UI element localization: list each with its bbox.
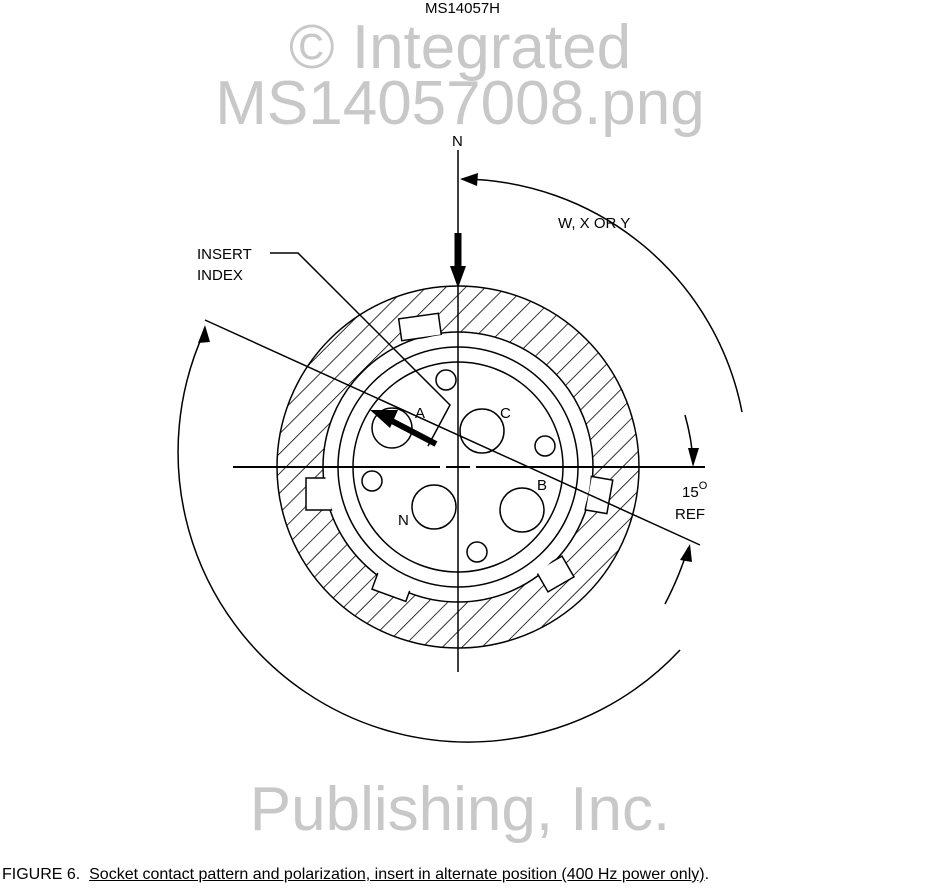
contacts: [361, 369, 556, 563]
small-contact: [466, 541, 488, 563]
arrowheads: [198, 173, 699, 562]
angle-ref-label: REF: [675, 506, 705, 523]
small-contact: [435, 369, 457, 391]
small-contact: [534, 435, 556, 457]
insert-index-label: INSERT: [197, 246, 252, 263]
rotation-label: W, X OR Y: [558, 215, 630, 232]
document-id: MS14057H: [424, 0, 501, 17]
contact-n: [411, 484, 457, 530]
caption-end: .: [704, 866, 710, 883]
north-label: N: [452, 133, 463, 150]
polarization-arrow: [370, 410, 438, 447]
figure-caption: FIGURE 6. Socket contact pattern and pol…: [2, 866, 709, 884]
watermark-line: MS14057008.png: [215, 69, 705, 138]
insert-index-leader: [270, 252, 451, 447]
watermark-line: © Integrated: [289, 13, 631, 82]
insert-index-label: INDEX: [197, 267, 243, 284]
contact-c: [459, 408, 505, 454]
contact-n-label: N: [398, 512, 409, 529]
watermark-line: Publishing, Inc.: [250, 775, 670, 844]
watermark: © Integrated Publishing, Inc. MS14057008…: [215, 13, 705, 844]
contact-b: [499, 487, 545, 533]
contact-a-label: A: [415, 405, 425, 422]
contact-a: [371, 407, 413, 449]
angle-label: 15O: [682, 480, 708, 501]
figure-number: FIGURE 6.: [2, 866, 81, 883]
small-contact: [361, 470, 383, 492]
north-arrow: [450, 233, 466, 288]
figure-caption-text: Socket contact pattern and polarization,…: [89, 866, 705, 883]
contact-b-label: B: [537, 477, 547, 494]
contact-c-label: C: [500, 405, 511, 422]
